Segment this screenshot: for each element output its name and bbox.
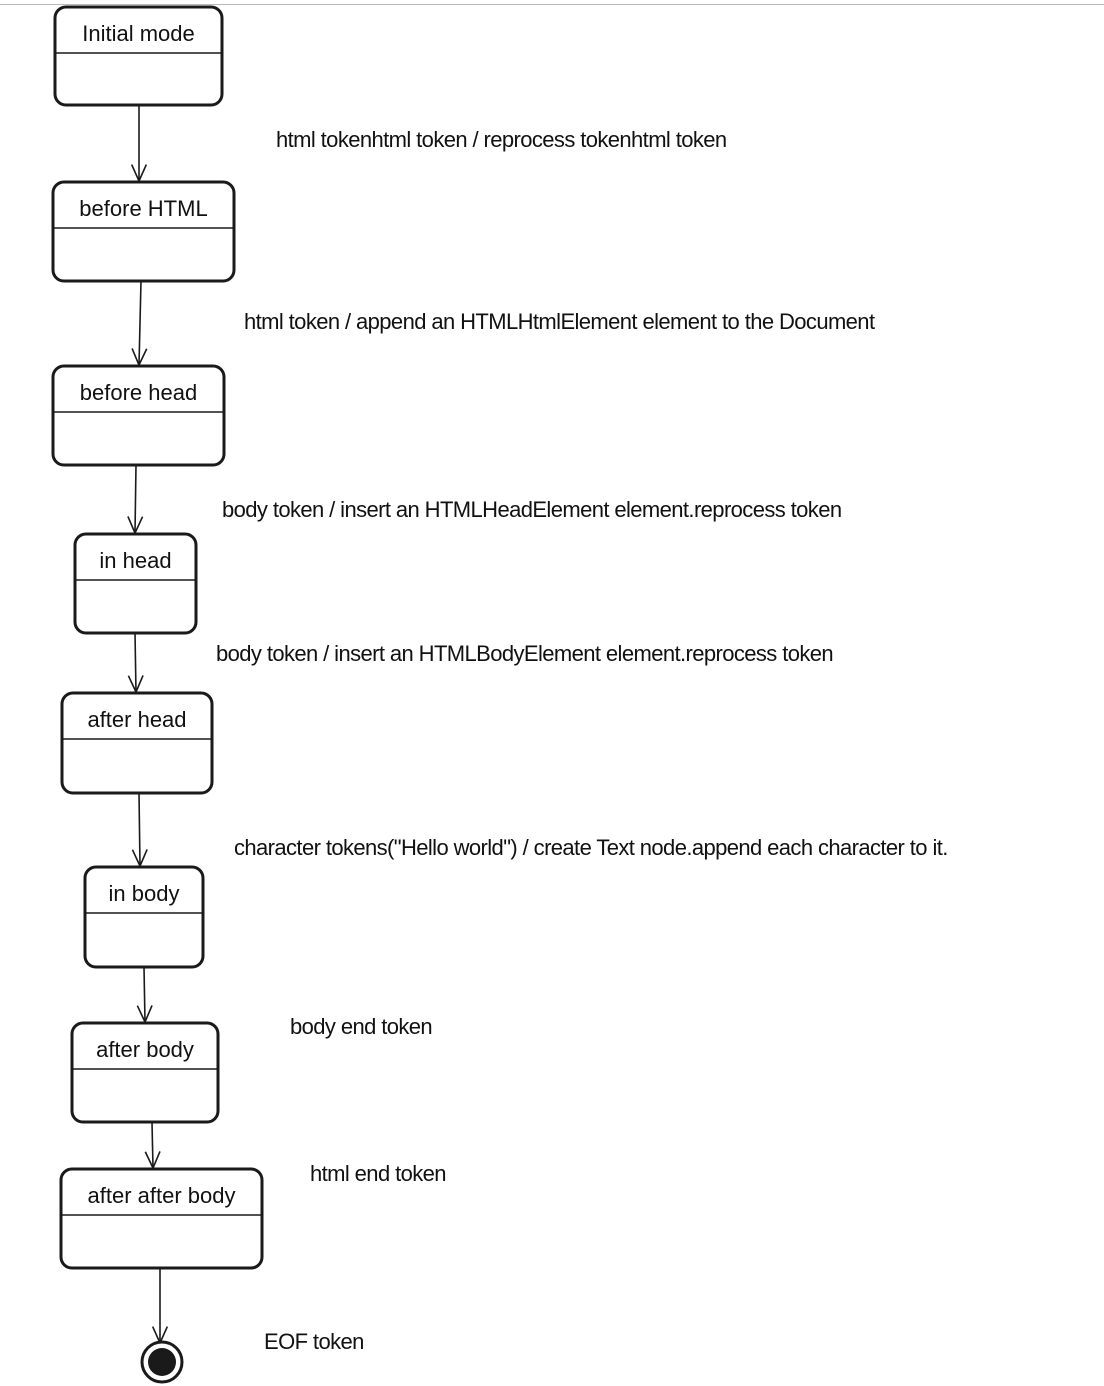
transition-arrow — [127, 632, 144, 694]
transition-arrow — [130, 105, 148, 183]
state-after-head: after head — [60, 691, 214, 795]
state-before-head: before head — [51, 364, 226, 467]
state-after-body: after body — [70, 1021, 220, 1124]
open-arrowhead — [131, 849, 148, 868]
transition-arrow — [151, 1268, 169, 1345]
open-arrowhead — [127, 516, 144, 535]
state-box — [59, 1167, 264, 1270]
transition-label: html token / append an HTMLHtmlElement e… — [244, 309, 875, 334]
transition-line — [134, 632, 137, 693]
state-name: before HTML — [79, 196, 207, 221]
open-arrowhead — [127, 675, 144, 694]
states-layer: Initial mode before HTML before head in hea… — [51, 5, 264, 1270]
state-initial-mode: Initial mode — [53, 5, 224, 107]
final-state-layer — [140, 1340, 184, 1384]
transition-line — [138, 792, 141, 867]
transition-label: html tokenhtml token / reprocess tokenht… — [276, 127, 727, 152]
state-name: after after body — [88, 1183, 236, 1208]
transitions-layer — [127, 105, 169, 1345]
transition-label: html end token — [310, 1161, 446, 1186]
state-name: Initial mode — [82, 21, 195, 46]
state-box — [60, 691, 214, 795]
state-name: after body — [96, 1037, 194, 1062]
open-arrowhead — [130, 164, 148, 183]
transition-label: character tokens("Hello world") / create… — [234, 835, 948, 860]
transition-line — [143, 966, 146, 1023]
transition-arrow — [136, 966, 153, 1024]
transition-label: body end token — [290, 1014, 432, 1039]
state-in-body: in body — [83, 865, 205, 969]
transition-label: body token / insert an HTMLHeadElement e… — [222, 497, 841, 522]
state-name: before head — [80, 380, 197, 405]
transition-label: EOF token — [264, 1329, 364, 1354]
transition-arrow — [144, 1121, 161, 1170]
open-arrowhead — [136, 1005, 153, 1024]
state-box — [51, 180, 236, 283]
final-state-icon — [140, 1340, 184, 1384]
state-name: in head — [99, 548, 171, 573]
top-divider — [0, 4, 1104, 5]
state-after-after-body: after after body — [59, 1167, 264, 1270]
transition-labels-layer: html tokenhtml token / reprocess tokenht… — [216, 127, 948, 1354]
transition-arrow — [131, 792, 148, 868]
state-name: after head — [87, 707, 186, 732]
transition-arrow — [131, 280, 148, 367]
state-in-head: in head — [73, 532, 198, 635]
final-state-dot — [148, 1348, 176, 1376]
transition-line — [134, 464, 137, 534]
transition-label: body token / insert an HTMLBodyElement e… — [216, 641, 833, 666]
open-arrowhead — [144, 1151, 161, 1170]
transition-line — [138, 280, 142, 366]
open-arrowhead — [131, 348, 148, 367]
state-name: in body — [109, 881, 180, 906]
state-box — [51, 364, 226, 467]
transition-arrow — [127, 464, 144, 535]
transition-line — [151, 1121, 154, 1169]
state-before-html: before HTML — [51, 180, 236, 283]
